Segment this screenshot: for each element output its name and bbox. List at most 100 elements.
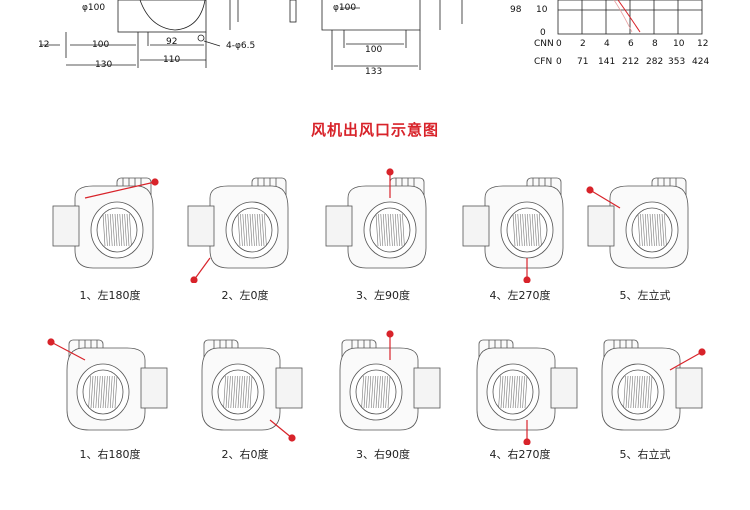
impeller-blade <box>628 375 631 409</box>
fan-illustration <box>580 330 710 445</box>
airflow-arrow-head-icon <box>288 434 296 442</box>
impeller-blade <box>402 213 405 247</box>
impeller-blade <box>654 213 658 247</box>
fan-caption: 4、左270度 <box>489 289 551 302</box>
airflow-arrow-line <box>193 257 211 281</box>
impeller-blade <box>256 213 260 247</box>
chart-cfn-tick: 141 <box>598 57 616 67</box>
fan-illustration <box>45 330 175 445</box>
impeller-blade <box>640 375 643 409</box>
impeller-blade <box>88 375 91 409</box>
fan-illustration <box>45 168 175 283</box>
impeller-blade <box>642 375 646 409</box>
airflow-arrow-line <box>669 351 703 371</box>
impeller-blade <box>387 213 391 247</box>
chart-cnn-tick: 4 <box>604 39 610 49</box>
impeller-blade <box>225 375 229 409</box>
impeller-blade <box>503 375 506 409</box>
impeller-blade <box>375 375 379 409</box>
dim-phi100-mid: φ100 <box>333 3 357 13</box>
impeller-blade <box>242 213 246 247</box>
impeller-blade <box>637 213 641 247</box>
dim-110: 110 <box>163 55 181 65</box>
impeller-blade <box>237 375 241 409</box>
dim-130: 130 <box>95 60 113 70</box>
impeller-blade <box>507 375 511 409</box>
impeller-blade <box>522 213 525 247</box>
impeller-blade <box>519 213 523 247</box>
chart-cnn-tick: 12 <box>697 39 709 49</box>
impeller-blade <box>247 213 250 247</box>
impeller-blade <box>522 375 525 409</box>
impeller-blade <box>524 213 528 247</box>
impeller-blade <box>517 213 521 247</box>
impeller-blade <box>644 375 648 409</box>
dim-133: 133 <box>365 67 383 77</box>
fan-drawing <box>52 177 159 269</box>
impeller-blade <box>368 375 372 409</box>
fan-drawing <box>201 339 303 442</box>
chart-cnn-tick: 2 <box>580 39 586 49</box>
fan-illustration <box>455 330 585 446</box>
chart-cnn-label: CNN <box>534 39 554 49</box>
chart-y-tick-10: 10 <box>536 5 548 15</box>
impeller-blade <box>536 213 540 247</box>
impeller-blade <box>534 213 537 247</box>
airflow-arrow-head-icon <box>698 348 706 356</box>
fan-drawing <box>339 330 441 431</box>
impeller-blade <box>361 375 364 409</box>
dim-100-mid: 100 <box>365 45 383 55</box>
impeller-blade <box>121 213 125 247</box>
impeller-blade <box>519 375 523 409</box>
fan-caption: 5、右立式 <box>619 448 671 461</box>
impeller-blade <box>97 375 101 409</box>
airflow-arrow-head-icon <box>523 438 531 446</box>
impeller-blade <box>107 213 111 247</box>
impeller-blade <box>126 213 130 247</box>
impeller-blade <box>644 213 648 247</box>
impeller-blade <box>635 375 638 409</box>
impeller-blade <box>640 213 643 247</box>
fan-illustration <box>455 168 585 284</box>
fan-drawing <box>187 177 289 284</box>
impeller-blade <box>498 375 501 409</box>
chart-cnn-tick: 0 <box>556 39 562 49</box>
impeller-blade <box>656 213 660 247</box>
dim-92: 92 <box>166 37 178 47</box>
dim-phi100-left: φ100 <box>82 3 106 13</box>
fan-illustration <box>318 330 448 445</box>
impeller-blade <box>259 213 262 247</box>
impeller-blade <box>366 375 369 409</box>
impeller-blade <box>529 213 533 247</box>
chart-cfn-tick: 424 <box>692 57 710 67</box>
impeller-blade <box>109 375 113 409</box>
airflow-arrow-head-icon <box>586 186 594 194</box>
impeller-blade <box>112 213 115 247</box>
chart-cfn-tick: 212 <box>622 57 640 67</box>
impeller-blade <box>512 375 516 409</box>
chart-cnn-tick: 8 <box>652 39 658 49</box>
impeller-blade <box>661 213 665 247</box>
impeller-blade <box>524 375 528 409</box>
impeller-blade <box>637 375 641 409</box>
chart-y-tick-0: 0 <box>540 28 546 38</box>
fan-drawing <box>325 168 427 269</box>
impeller-blade <box>531 213 535 247</box>
impeller-blade <box>649 375 653 409</box>
chart-cfn-label: CFN <box>534 57 553 67</box>
airflow-arrow-head-icon <box>523 276 531 284</box>
impeller-blade <box>642 213 646 247</box>
impeller-blade <box>505 375 509 409</box>
impeller-blade <box>237 213 241 247</box>
impeller-blade <box>625 375 629 409</box>
impeller-blade <box>647 375 650 409</box>
fan-caption: 2、右0度 <box>221 448 269 461</box>
impeller-blade <box>235 375 238 409</box>
fan-illustration <box>180 168 310 284</box>
impeller-blade <box>385 213 388 247</box>
impeller-blade <box>230 375 234 409</box>
fan-caption: 4、右270度 <box>489 448 551 461</box>
impeller-blade <box>129 213 132 247</box>
impeller-blade <box>500 375 504 409</box>
impeller-blade <box>515 213 518 247</box>
